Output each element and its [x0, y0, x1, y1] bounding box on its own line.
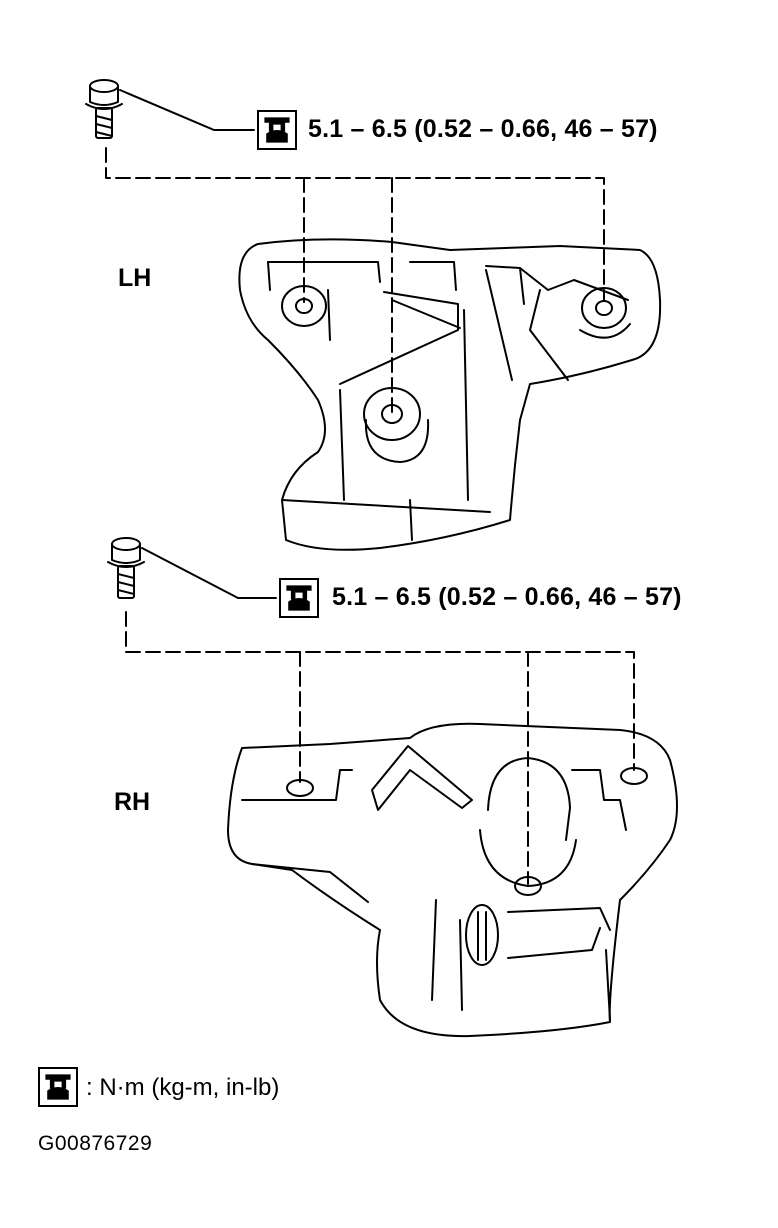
lh-heat-insulator	[238, 238, 662, 551]
rh-side-label: RH	[114, 788, 151, 816]
rh-bolt-icon	[107, 537, 145, 599]
rh-bolt-leader-line	[141, 547, 277, 599]
rh-dashed-distribution-line	[125, 611, 635, 885]
lh-dashed-distribution-line	[105, 147, 605, 413]
lh-torque-wrench-icon	[257, 110, 297, 150]
rh-torque-spec: 5.1 – 6.5 (0.52 – 0.66, 46 – 57)	[332, 583, 682, 611]
lh-side-label: LH	[118, 264, 152, 292]
lh-bolt-icon	[85, 79, 123, 139]
rh-torque-wrench-icon	[279, 578, 319, 618]
figure-code: G00876729	[38, 1132, 153, 1155]
legend-torque-wrench-icon	[38, 1067, 78, 1107]
rh-heat-insulator	[227, 722, 678, 1038]
lh-torque-spec: 5.1 – 6.5 (0.52 – 0.66, 46 – 57)	[308, 115, 658, 143]
lh-bolt-leader-line	[119, 89, 255, 131]
torque-units-legend: : N·m (kg-m, in-lb)	[86, 1074, 280, 1101]
